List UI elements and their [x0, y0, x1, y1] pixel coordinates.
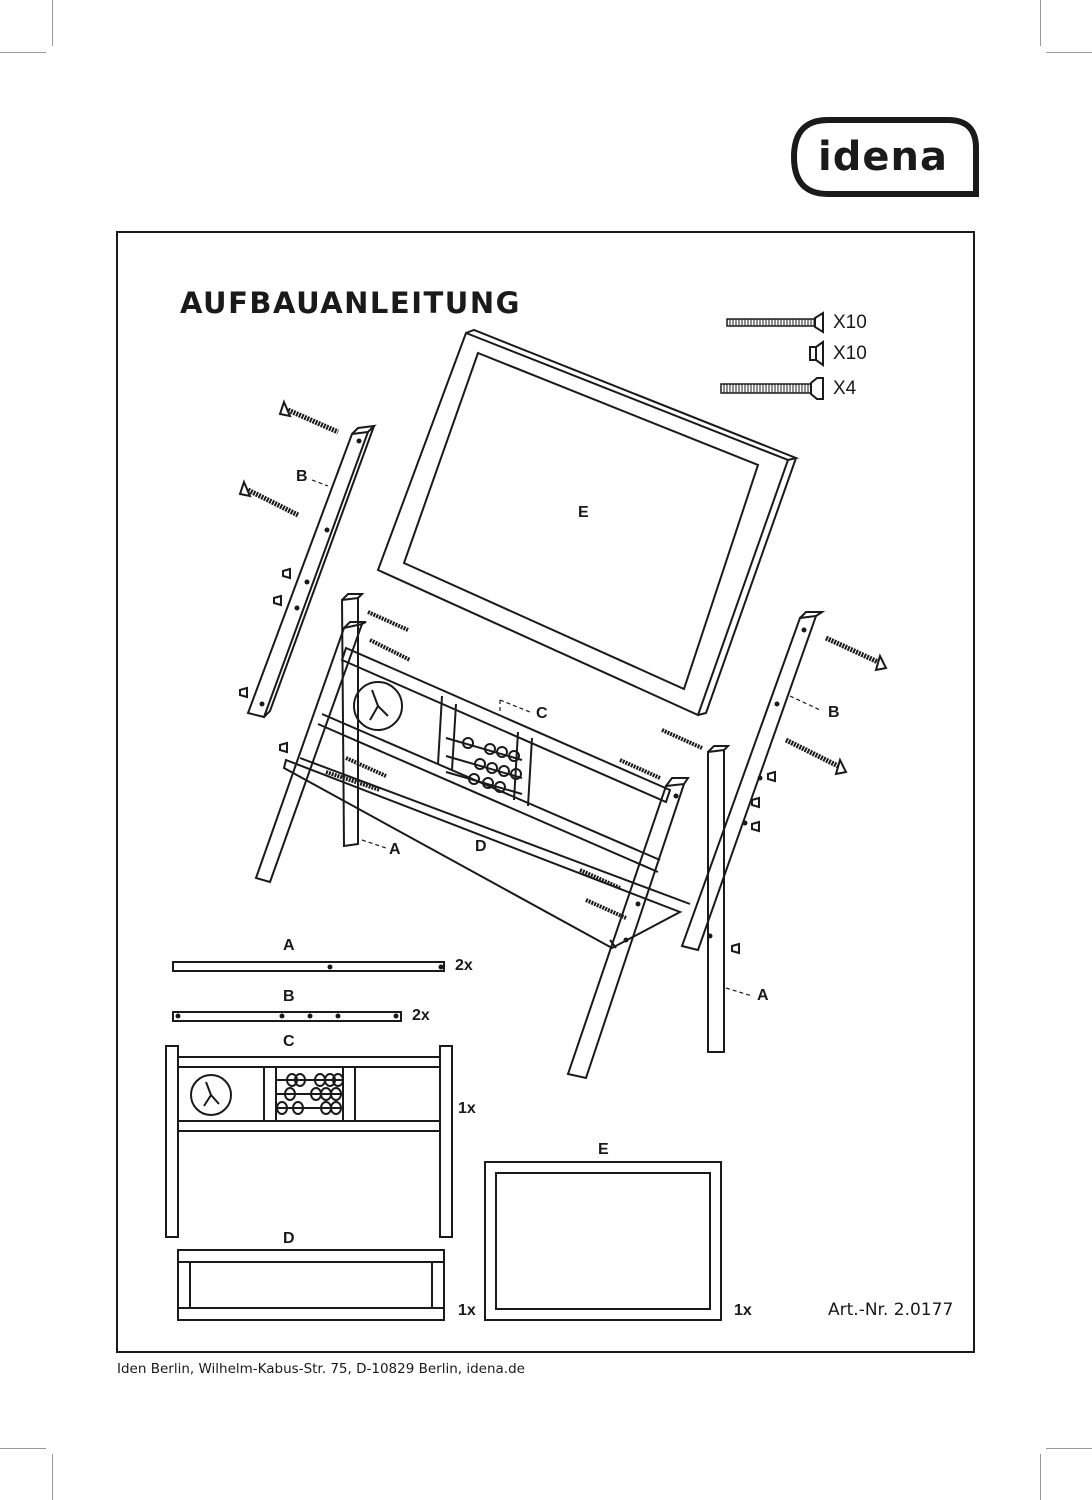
cap-nut-icon [279, 741, 288, 754]
cap-nut-icon [751, 820, 760, 833]
part-c-label: C [283, 1033, 295, 1050]
screw-icon [238, 479, 300, 518]
leader-lines [311, 479, 821, 997]
part-a-label: A [283, 937, 295, 954]
idena-logo: idena [790, 117, 979, 197]
screw-holes [175, 438, 807, 1019]
label-b-right: B [828, 704, 840, 721]
part-c-qty: 1x [458, 1100, 476, 1117]
cap-nut-icon [809, 340, 824, 367]
leg-front-right [566, 777, 690, 1080]
crop-mark [52, 1454, 53, 1500]
part-d-label: D [283, 1230, 295, 1247]
part-a-qty: 2x [455, 957, 473, 974]
part-b-label: B [283, 988, 295, 1005]
cap-nut-icon [239, 686, 248, 699]
panel-c [317, 646, 672, 873]
bolt-icon [720, 377, 824, 400]
label-b-left: B [296, 468, 308, 485]
cap-nut-icon [767, 770, 776, 783]
label-a-right: A [757, 987, 769, 1004]
clock-icon [353, 681, 403, 731]
hardware-qty-cap-nut: X10 [833, 343, 867, 364]
label-c: C [536, 705, 548, 722]
part-d-qty: 1x [458, 1302, 476, 1319]
part-a-drawing [172, 961, 445, 972]
screw-icon [824, 635, 888, 672]
crop-mark [1040, 0, 1041, 46]
part-e-label: E [598, 1141, 609, 1158]
screw-icon [325, 610, 703, 920]
leg-a-left [254, 593, 367, 884]
footer-address: Iden Berlin, Wilhelm-Kabus-Str. 75, D-10… [117, 1361, 525, 1377]
crop-mark [1046, 1448, 1092, 1449]
page-title: AUFBAUANLEITUNG [180, 286, 521, 320]
part-e-drawing [484, 1161, 722, 1321]
leg-a-right [707, 745, 731, 1053]
long-screw-icon [726, 311, 824, 334]
cap-nut-icon [282, 567, 291, 580]
part-b-drawing [172, 1011, 402, 1022]
label-a-left: A [389, 841, 401, 858]
crop-mark [1040, 1454, 1041, 1500]
label-e: E [578, 504, 589, 521]
board-e [376, 328, 800, 717]
screw-icon [278, 399, 340, 435]
abacus-icon [445, 737, 523, 795]
cap-nut-icon [731, 942, 740, 955]
screw-icon [784, 737, 848, 776]
label-d: D [475, 838, 487, 855]
leg-b-left [246, 424, 377, 719]
hardware-qty-long-screw: X10 [833, 312, 867, 333]
leg-b-right [680, 611, 826, 952]
cap-nut-icon [751, 796, 760, 809]
part-d-drawing [177, 1249, 445, 1321]
logo-text: idena [818, 134, 948, 180]
crop-mark [1046, 52, 1092, 53]
crop-mark [0, 52, 46, 53]
instruction-frame [116, 231, 975, 1353]
article-number: Art.-Nr. 2.0177 [828, 1300, 954, 1320]
crop-mark [52, 0, 53, 46]
hardware-qty-bolt: X4 [833, 378, 857, 399]
part-b-qty: 2x [412, 1007, 430, 1024]
part-c-drawing [165, 1045, 453, 1238]
crop-mark [0, 1448, 46, 1449]
cap-nut-icon [273, 594, 282, 607]
part-e-qty: 1x [734, 1302, 752, 1319]
